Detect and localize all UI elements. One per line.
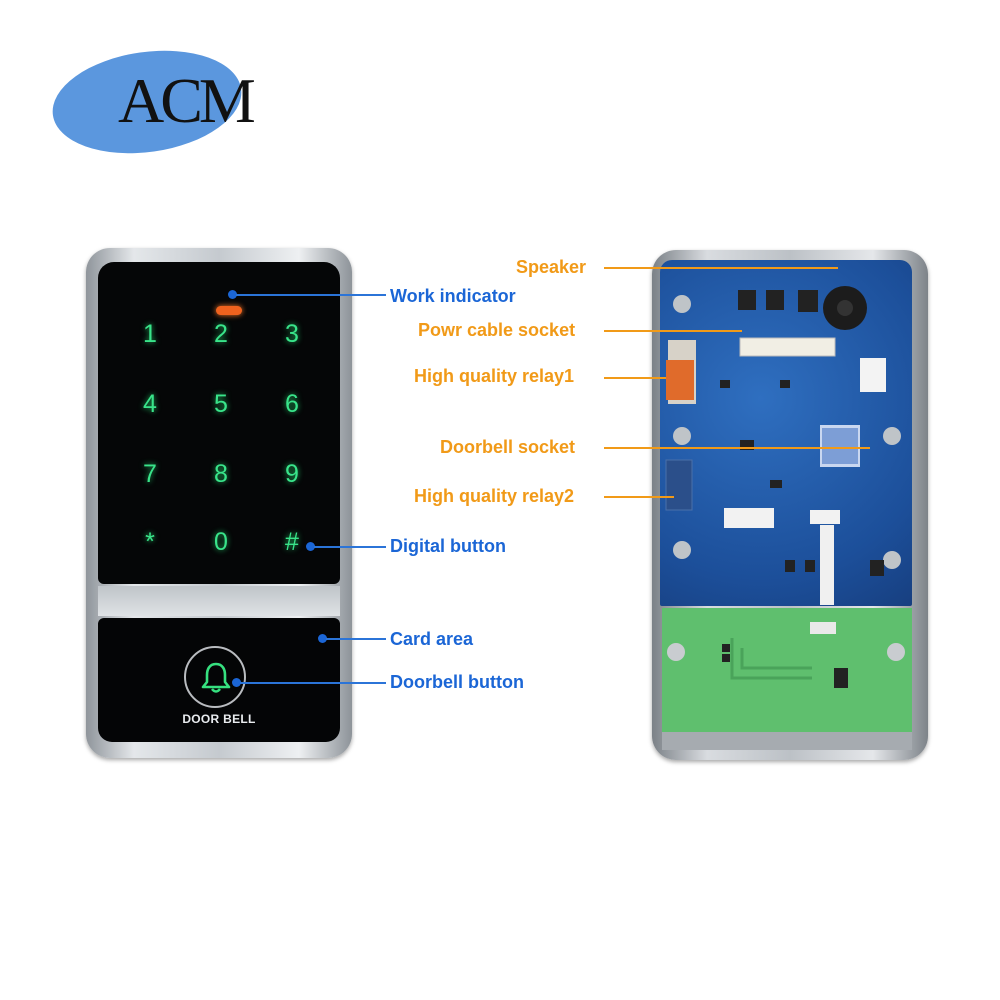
key-9[interactable]: 9 bbox=[285, 460, 299, 488]
doorbell-socket-label: Doorbell socket bbox=[440, 437, 576, 457]
doorbell-socket-line bbox=[604, 447, 870, 449]
doorbell-button-dot bbox=[232, 678, 241, 687]
key-5[interactable]: 5 bbox=[214, 390, 228, 418]
power-cable-socket-label: Powr cable socket bbox=[418, 320, 576, 340]
doorbell-button-line bbox=[240, 682, 386, 684]
logo-text: ACM bbox=[118, 65, 256, 136]
card-area-dot bbox=[318, 634, 327, 643]
card-area: DOOR BELL bbox=[98, 618, 340, 742]
key-4[interactable]: 4 bbox=[143, 390, 157, 418]
keypad-keys: 1 2 3 4 5 6 7 8 9 * 0 # bbox=[98, 262, 340, 584]
key-7[interactable]: 7 bbox=[143, 460, 157, 488]
doorbell-button-label: Doorbell button bbox=[390, 672, 524, 692]
digital-button-label: Digital button bbox=[390, 536, 506, 556]
pcb-illustration bbox=[665, 286, 901, 605]
power-cable-socket-line bbox=[604, 330, 742, 332]
pcb-board bbox=[660, 260, 912, 606]
key-3[interactable]: 3 bbox=[285, 320, 299, 348]
front-panel-device: 1 2 3 4 5 6 7 8 9 * 0 # DOOR BELL bbox=[86, 248, 352, 758]
work-indicator-light bbox=[216, 306, 242, 315]
digital-button-line bbox=[314, 546, 386, 548]
work-indicator-label: Work indicator bbox=[390, 286, 516, 306]
doorbell-button[interactable] bbox=[184, 646, 246, 708]
key-0[interactable]: 0 bbox=[214, 528, 228, 556]
key-8[interactable]: 8 bbox=[214, 460, 228, 488]
metal-band bbox=[98, 586, 340, 616]
key-2[interactable]: 2 bbox=[214, 320, 228, 348]
speaker-line bbox=[604, 267, 838, 269]
relay1-label: High quality relay1 bbox=[414, 366, 575, 386]
speaker-label: Speaker bbox=[516, 257, 587, 277]
relay2-label: High quality relay2 bbox=[414, 486, 575, 506]
bottom-tray bbox=[662, 732, 912, 750]
acm-logo: ACM bbox=[45, 39, 256, 165]
work-indicator-dot bbox=[228, 290, 237, 299]
doorbell-label: DOOR BELL bbox=[182, 712, 256, 726]
card-area-line bbox=[326, 638, 386, 640]
rfid-antenna-board bbox=[662, 608, 912, 732]
relay1-line bbox=[604, 377, 666, 379]
antenna-illustration bbox=[667, 622, 905, 688]
keypad-area: 1 2 3 4 5 6 7 8 9 * 0 # bbox=[98, 262, 340, 584]
work-indicator-line bbox=[236, 294, 386, 296]
digital-button-dot bbox=[306, 542, 315, 551]
back-pcb-device bbox=[652, 250, 928, 760]
relay2-line bbox=[604, 496, 674, 498]
key-6[interactable]: 6 bbox=[285, 390, 299, 418]
card-area-label: Card area bbox=[390, 629, 474, 649]
key-hash[interactable]: # bbox=[285, 528, 299, 556]
key-star[interactable]: * bbox=[145, 528, 155, 556]
key-1[interactable]: 1 bbox=[143, 320, 157, 348]
bell-icon bbox=[201, 662, 231, 693]
